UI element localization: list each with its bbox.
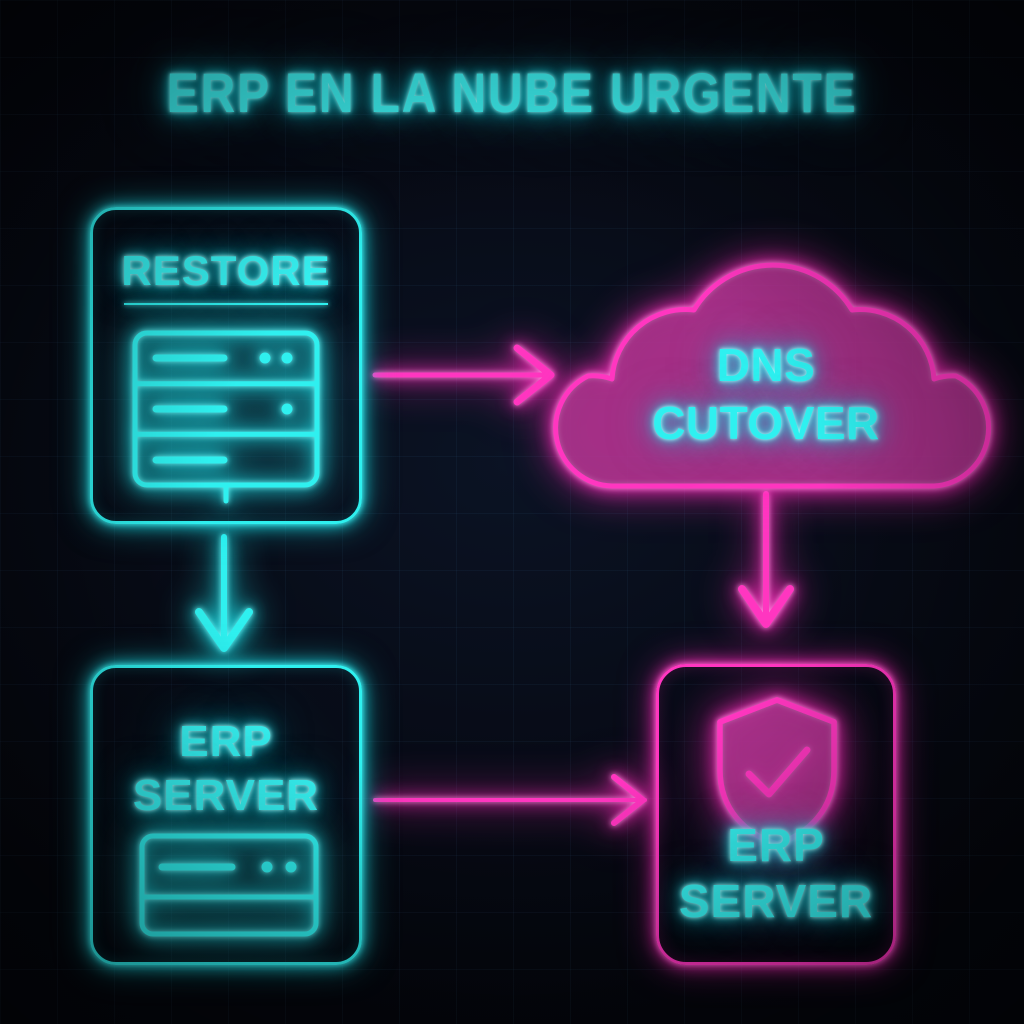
- node-restore[interactable]: RESTORE: [90, 207, 362, 524]
- node-erp-server-secure[interactable]: ERP SERVER: [656, 664, 896, 965]
- connector-restore-to-cloud: [372, 344, 555, 406]
- erp-server-label: ERP SERVER: [132, 717, 320, 820]
- node-erp-server[interactable]: ERP SERVER: [90, 665, 362, 965]
- secure-server-label: ERP SERVER: [678, 819, 874, 927]
- dns-cutover-label: DNS CUTOVER: [652, 339, 880, 449]
- restore-divider: [124, 303, 328, 305]
- server-icon: [139, 833, 319, 937]
- node-dns-cutover[interactable]: DNS CUTOVER: [552, 228, 991, 494]
- connector-erp-server-to-secure-server: [373, 774, 647, 826]
- connector-cloud-to-secure-server: [738, 491, 794, 628]
- connector-restore-to-erp-server: [195, 534, 253, 652]
- restore-label: RESTORE: [121, 247, 331, 294]
- server-rack-icon: [132, 330, 320, 504]
